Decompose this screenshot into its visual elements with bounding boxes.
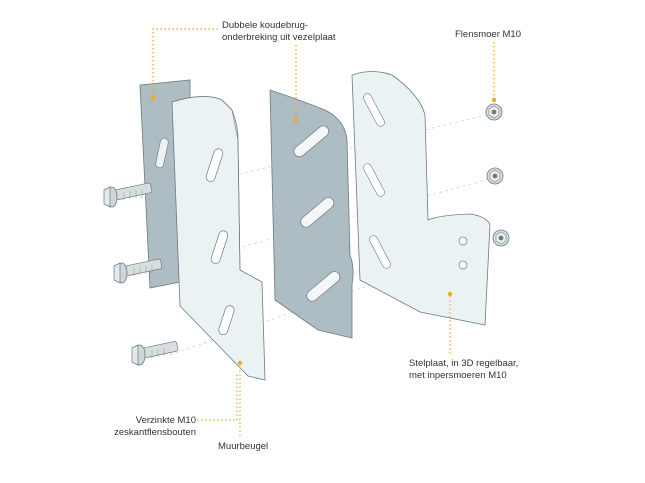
label-flange-nut-line1: Flensmoer M10 <box>455 29 521 40</box>
thermal-break-slot <box>155 137 169 169</box>
label-wall-bracket-line1: Muurbeugel <box>218 441 269 452</box>
wall-bracket-slot-top <box>205 148 224 182</box>
label-adjustment-plate: Stelplaat, in 3D regelbaar, met inpersmo… <box>409 358 518 382</box>
wall-bracket-slot-middle <box>210 230 229 264</box>
thermal-break-slot-middle <box>300 197 335 228</box>
hex-flange-bolt-middle <box>113 258 163 284</box>
label-adjustment-plate-line1: Stelplaat, in 3D regelbaar, <box>409 358 519 369</box>
press-nut-hole-lower <box>458 260 468 270</box>
hex-flange-bolt-top <box>103 182 153 208</box>
leader-endpoints <box>150 95 497 366</box>
leader-thermal-break-back <box>152 28 218 96</box>
label-bolts-line2: zeskantflensbouten <box>114 427 196 438</box>
flange-nut-middle <box>486 167 504 185</box>
label-bolts-line1: Verzinkte M10 <box>135 415 196 426</box>
wall-bracket-fold <box>221 99 241 271</box>
leader-lines <box>152 28 495 436</box>
flange-nuts <box>485 103 510 247</box>
label-thermal-break-line2: onderbreking uit vezelplaat <box>222 32 336 43</box>
press-nut-hole-upper <box>458 236 468 246</box>
adjustment-plate-slot-2 <box>363 163 385 197</box>
label-thermal-break: Dubbele koudebrug- onderbreking uit veze… <box>222 20 336 44</box>
label-flange-nut: Flensmoer M10 <box>455 29 521 41</box>
leader-bolts <box>197 372 238 421</box>
flange-nut-bottom <box>492 229 510 247</box>
flange-nut-top <box>485 103 503 121</box>
label-adjustment-plate-line2: met inpersmoeren M10 <box>409 370 507 381</box>
adjustment-plate-slot-3 <box>369 235 391 269</box>
label-thermal-break-line1: Dubbele koudebrug- <box>222 20 309 31</box>
hex-flange-bolt-bottom <box>131 341 179 366</box>
wall-bracket-slot-bottom <box>218 305 235 335</box>
hex-flange-bolts <box>103 182 179 366</box>
thermal-break-slot-top <box>293 125 330 158</box>
label-bolts: Verzinkte M10 zeskantflensbouten <box>92 415 196 439</box>
thermal-break-slot-bottom <box>306 271 341 302</box>
label-wall-bracket: Muurbeugel <box>218 441 268 453</box>
adjustment-plate-slot-1 <box>363 93 385 127</box>
